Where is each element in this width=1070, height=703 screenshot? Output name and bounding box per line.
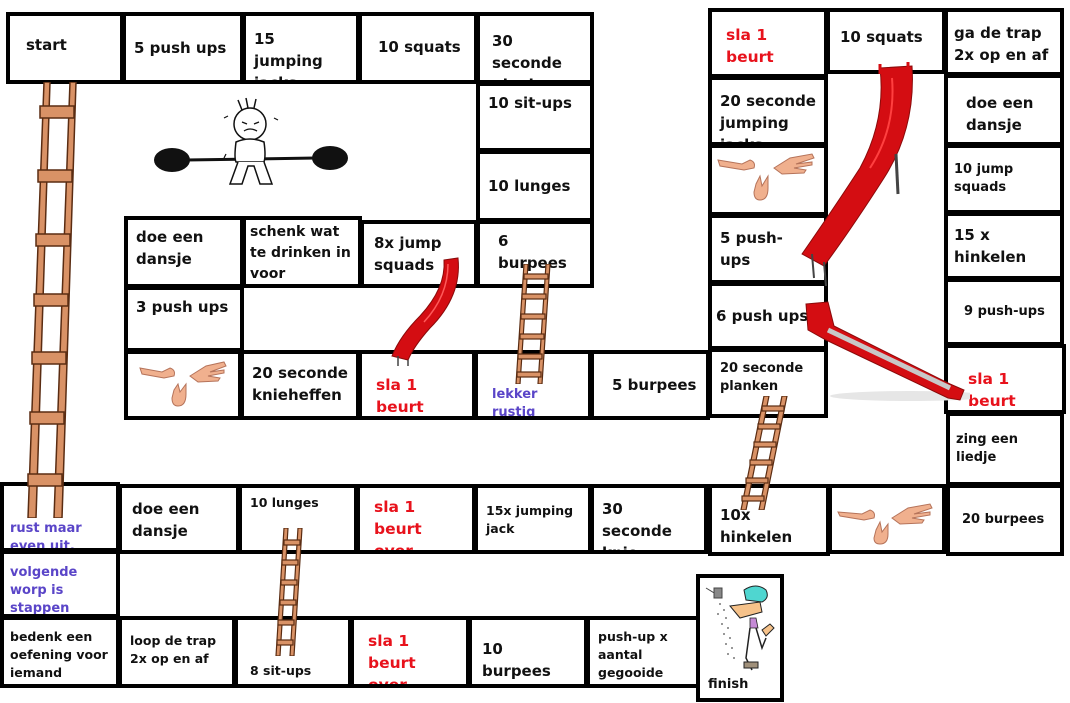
cell-label: lekker rustig	[492, 387, 538, 420]
cell-label: 20 seconde planken	[720, 361, 804, 394]
cell-3: 10 squats	[358, 12, 478, 84]
cell-label: doe een dansje	[136, 228, 204, 268]
cell-23: 10 squats	[826, 8, 946, 74]
cell-25: doe een dansje	[944, 74, 1064, 146]
cell-finish: finish	[696, 574, 784, 702]
cell-11: 3 push ups	[124, 286, 244, 352]
cell-label: start	[26, 36, 67, 54]
cell-start: start	[6, 12, 124, 84]
cell-28: 9 push-ups	[944, 278, 1064, 346]
cell-46: push-up x aantal gegooide ogen	[586, 616, 700, 688]
cell-42: loop de trap 2x op en af	[118, 616, 236, 688]
cell-label: sla 1 beurt over	[368, 632, 416, 688]
cell-label: 10x hinkelen	[720, 506, 793, 546]
cell-label: 15 jumping jacks	[254, 30, 323, 84]
cell-label: 10 burpees	[482, 640, 551, 680]
cell-35: 15x jumping jack	[474, 484, 592, 554]
cell-44: sla 1 beurt over	[350, 616, 470, 688]
cell-label: 15 x hinkelen	[954, 226, 1027, 266]
cell-label: sla 1 beurt over	[968, 370, 1016, 410]
cell-label: 8x jump squads	[374, 234, 442, 274]
cell-4: 30 seconde planken	[476, 12, 594, 84]
cell-label: 10 sit-ups	[488, 94, 572, 112]
cell-9: schenk wat te drinken in voor iedereen	[242, 216, 362, 288]
rock-paper-scissors-icon	[139, 361, 227, 407]
cell-label: 10 lunges	[250, 495, 319, 510]
cell-label: 8 sit-ups	[250, 663, 312, 678]
cell-15: lekker rustig	[474, 350, 592, 420]
cell-label: 5 burpees	[612, 376, 697, 394]
cell-label: rust maar even uit.	[10, 521, 82, 552]
ladder-icon	[18, 82, 82, 518]
cell-label: zing een liedje	[956, 432, 1018, 465]
cell-31: 20 burpees	[946, 484, 1064, 556]
cell-13: 20 seconde knieheffen	[240, 350, 360, 420]
cell-30: zing een liedje	[946, 412, 1064, 486]
cell-12	[124, 350, 242, 420]
cell-34: 30 seconde knie heffen	[590, 484, 708, 554]
cell-label: 15x jumping jack	[486, 503, 574, 536]
cell-33: 10x hinkelen	[708, 484, 830, 556]
rock-paper-scissors-icon	[837, 503, 933, 545]
cell-label: sla 1 beurt over	[374, 498, 422, 554]
cell-10: doe een dansje	[124, 216, 244, 288]
cell-36: sla 1 beurt over	[356, 484, 476, 554]
cell-label: 20 burpees	[962, 512, 1045, 527]
cell-7: 6 burpees	[476, 220, 594, 288]
weightlifter-icon	[150, 96, 360, 196]
cell-label: ga de trap 2x op en af	[954, 24, 1049, 64]
cell-39: rust maar even uit.	[0, 482, 120, 552]
cell-21: 20 seconde jumping jacks	[708, 76, 828, 146]
cell-40: volgende worp is stappen terug	[0, 550, 120, 618]
cell-5: 10 sit-ups	[476, 82, 594, 152]
cell-45: 10 burpees	[468, 616, 588, 688]
cell-8: 8x jump squads	[360, 220, 478, 288]
shower-man-icon	[705, 585, 775, 671]
cell-label: 30 seconde planken	[492, 32, 562, 80]
cell-label: bedenk een oefening voor iemand anders	[10, 629, 108, 684]
cell-1: 5 push ups	[122, 12, 244, 84]
cell-20	[708, 144, 828, 216]
cell-label: sla 1 beurt over	[376, 376, 424, 416]
cell-label: 10 squats	[378, 38, 461, 56]
cell-label: 9 push-ups	[964, 304, 1045, 319]
cell-32	[828, 484, 946, 554]
cell-6: 10 lunges	[476, 150, 594, 222]
cell-2: 15 jumping jacks	[242, 12, 360, 84]
cell-label: loop de trap 2x op en af	[130, 633, 217, 666]
cell-label: schenk wat te drinken in voor iedereen	[250, 224, 351, 282]
cell-label: doe een dansje	[966, 94, 1034, 134]
cell-label: 6 burpees	[498, 232, 567, 272]
cell-label: 5 push- ups	[720, 229, 783, 269]
cell-label: 3 push ups	[136, 298, 229, 316]
cell-16: 5 burpees	[590, 350, 710, 420]
cell-22: sla 1 beurt over	[708, 8, 828, 78]
cell-43: 8 sit-ups	[234, 616, 352, 688]
cell-38: doe een dansje	[118, 484, 240, 554]
cell-18: 6 push ups	[708, 282, 828, 350]
cell-41: bedenk een oefening voor iemand anders	[0, 616, 120, 688]
cell-label: 20 seconde knieheffen	[252, 364, 348, 404]
cell-label: 10 jump squads	[954, 162, 1014, 195]
cell-label: 6 push ups	[716, 307, 809, 325]
cell-label: doe een dansje	[132, 500, 200, 540]
rock-paper-scissors-icon	[717, 153, 815, 201]
cell-29: sla 1 beurt over	[944, 344, 1066, 414]
cell-label: 10 lunges	[488, 177, 571, 195]
cell-label: 30 seconde knie heffen	[602, 500, 672, 554]
cell-24: ga de trap 2x op en af	[944, 8, 1064, 76]
cell-label: sla 1 beurt over	[726, 26, 774, 74]
cell-label: volgende worp is stappen terug	[10, 565, 78, 616]
cell-label: 5 push ups	[134, 39, 227, 57]
finish-label: finish	[708, 677, 749, 692]
cell-label: 10 squats	[840, 28, 923, 46]
cell-37: 10 lunges	[238, 484, 358, 554]
cell-label: push-up x aantal gegooide ogen	[598, 629, 668, 684]
cell-26: 10 jump squads	[944, 144, 1064, 214]
cell-14: sla 1 beurt over	[358, 350, 476, 420]
cell-27: 15 x hinkelen	[944, 212, 1064, 280]
cell-19: 5 push- ups	[708, 214, 828, 284]
cell-17: 20 seconde planken	[708, 348, 828, 418]
cell-label: 20 seconde jumping jacks	[720, 92, 816, 146]
